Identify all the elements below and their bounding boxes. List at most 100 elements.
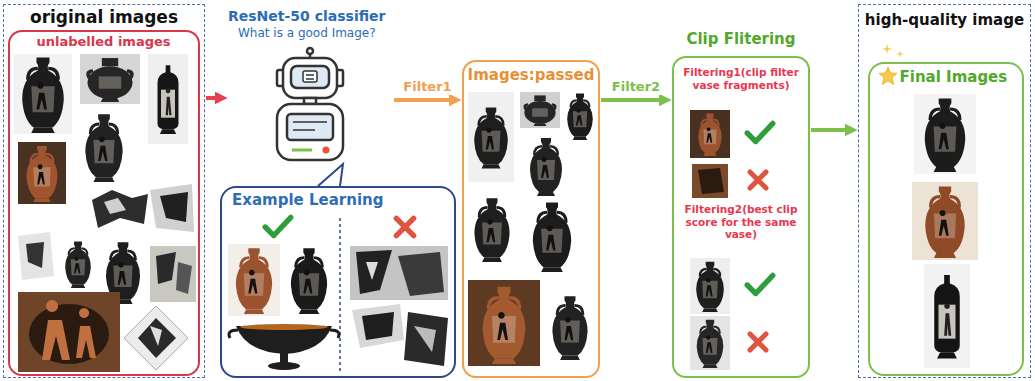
fragment-photo	[18, 184, 196, 372]
example-images	[229, 330, 339, 338]
group-box: original images unlabelled images	[3, 4, 205, 378]
box-heading: ResNet-50 classifier	[228, 8, 393, 25]
robot-icon	[323, 147, 330, 154]
classifier-block: ResNet-50 classifierWhat is a good Image…	[228, 6, 393, 170]
vase-photo	[474, 108, 508, 169]
fragment-photo	[104, 198, 126, 214]
vase-photo	[80, 54, 140, 104]
fragment-photo	[150, 326, 162, 346]
clip-filter-images	[696, 262, 724, 312]
box-heading: Images:passed	[464, 66, 598, 84]
example-images	[265, 217, 291, 235]
vase-photo	[86, 58, 133, 102]
vase-photo	[27, 146, 58, 202]
box-heading: Example Learning	[222, 191, 454, 209]
robot-icon	[291, 66, 329, 88]
example-images	[414, 326, 436, 352]
vase-photo	[85, 114, 122, 182]
image-panel: Images:passed	[462, 60, 600, 378]
robot-icon	[306, 78, 314, 80]
vase-photo	[22, 58, 64, 133]
vase-photo	[65, 242, 91, 288]
example-images	[356, 250, 392, 294]
example-images	[236, 248, 272, 314]
fragment-photo	[150, 184, 194, 232]
vase-photo	[520, 92, 560, 128]
robot-icon	[293, 121, 327, 123]
clip-filter-images	[697, 320, 724, 368]
robot-icon	[283, 58, 337, 98]
box-heading: high-quality image	[859, 11, 1030, 29]
vase-photo	[468, 92, 514, 182]
example-images	[396, 218, 413, 235]
robot-icon	[292, 149, 312, 152]
fragment-photo	[138, 318, 176, 358]
final-images	[912, 182, 978, 260]
clip-filter-images	[690, 258, 730, 314]
example-images	[352, 304, 404, 348]
final-images	[879, 67, 897, 84]
example-images	[398, 252, 444, 296]
vase-photo	[552, 296, 587, 360]
callout-box: Example Learning	[220, 186, 456, 378]
clip-filter-images	[692, 164, 728, 198]
example-images	[366, 262, 378, 280]
box-heading: original images	[4, 7, 204, 27]
robot-icon	[277, 104, 343, 160]
vase-photo	[567, 94, 593, 140]
vase-photo	[14, 54, 72, 134]
vase-photo	[523, 95, 556, 126]
fragment-photo	[92, 190, 148, 228]
box-note: What is a good Image?	[228, 26, 393, 40]
box-note: Filtering1(clip filter vase fragments)	[674, 66, 808, 106]
example-images	[240, 324, 328, 330]
robot-icon	[293, 129, 315, 131]
final-images	[925, 186, 964, 258]
clip-filter-images	[690, 316, 730, 370]
clip-filter-images	[747, 123, 773, 141]
final-images	[934, 275, 960, 359]
final-images	[914, 94, 976, 174]
example-images	[291, 248, 327, 314]
vase-photo	[468, 280, 540, 366]
example-images	[280, 353, 288, 363]
final-images	[924, 264, 970, 368]
final-images	[896, 50, 904, 58]
fragment-photo	[160, 192, 188, 222]
example-images	[268, 362, 300, 370]
edge-label: Filter1	[401, 79, 453, 95]
image-panel: Final Images	[868, 62, 1024, 376]
box-heading: Final Images	[870, 68, 1022, 86]
vase-photo	[18, 142, 66, 204]
vase-photo	[14, 54, 188, 304]
final-images	[879, 44, 978, 368]
example-images	[339, 218, 341, 372]
example-images	[228, 217, 448, 372]
robot-icon	[306, 74, 314, 76]
box-heading: Clip Flitering	[674, 30, 808, 48]
clip-filter-images	[750, 172, 766, 188]
example-images	[362, 312, 394, 340]
clip-filter-images	[698, 168, 724, 194]
final-images	[925, 99, 966, 172]
example-images	[350, 246, 448, 300]
vase-photo	[533, 202, 571, 272]
example-images	[236, 326, 332, 354]
example-images	[228, 244, 280, 316]
fragment-photo	[26, 242, 44, 268]
fragment-photo	[156, 252, 176, 284]
filter-panel: Clip FliteringFiltering1(clip filter vas…	[672, 56, 810, 378]
robot-icon	[277, 48, 343, 160]
clip-filter-images	[698, 113, 721, 156]
vase-photo	[474, 198, 509, 262]
flow-arrow	[811, 128, 849, 132]
fragment-photo	[76, 308, 96, 358]
flow-arrow	[601, 98, 663, 102]
fragment-photo	[150, 246, 196, 302]
robot-icon	[287, 114, 333, 140]
clip-filter-images	[747, 275, 773, 293]
flow-arrow	[394, 98, 453, 102]
image-panel: unlabelled images	[8, 30, 200, 376]
